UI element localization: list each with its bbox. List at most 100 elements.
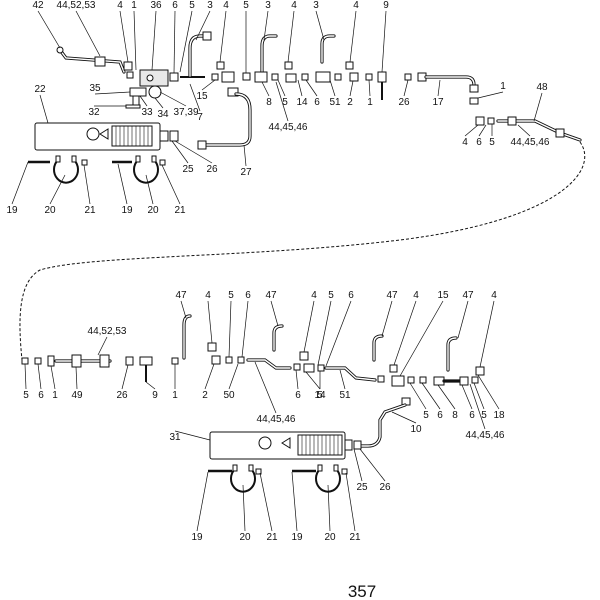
leader-line (83, 164, 91, 205)
callout-label: 44,45,46 (257, 414, 296, 425)
callout-label: 19 (6, 205, 18, 216)
callout-label: 27 (240, 167, 252, 178)
leader-line (295, 369, 299, 390)
leader-line (119, 10, 129, 63)
part-49-hose (54, 354, 112, 368)
callout-label: 20 (239, 532, 251, 543)
leader-line (457, 300, 469, 339)
callout-label: 15 (437, 290, 449, 301)
part-48-pipe (475, 116, 582, 142)
leader-line (242, 484, 246, 532)
leader-line (339, 369, 346, 390)
leader-line (403, 79, 409, 97)
callout-label: 1 (131, 0, 137, 11)
callout-label: 20 (44, 205, 56, 216)
callout-label: 47 (386, 290, 398, 301)
leader-line (533, 92, 543, 122)
fitting-1 (126, 71, 134, 79)
leader-line (353, 448, 363, 482)
callout-label: 5 (243, 0, 249, 11)
leader-line (297, 79, 303, 97)
callout-label: 1 (500, 81, 506, 92)
leader-line (393, 300, 417, 366)
leader-line (368, 79, 371, 97)
callout-label: 20 (324, 532, 336, 543)
leader-line (359, 448, 386, 482)
callout-label: 5 (189, 0, 195, 11)
leader-line (159, 91, 187, 107)
part-42-hose (56, 46, 126, 74)
callout-label: 4 (491, 290, 497, 301)
leader-line (305, 371, 321, 390)
callout-label: 47 (462, 290, 474, 301)
callout-label: 5 (328, 290, 334, 301)
callout-label: 44,52,53 (88, 326, 127, 337)
leader-line (381, 300, 393, 337)
callout-label: 14 (314, 390, 326, 401)
leader-line (303, 300, 315, 353)
callout-label: 51 (339, 390, 351, 401)
callout-label: 17 (432, 97, 444, 108)
leader-line (179, 10, 193, 73)
leader-line (305, 79, 318, 97)
callout-label: 26 (116, 390, 128, 401)
leader-line (315, 10, 325, 41)
leader-line (409, 382, 427, 410)
callout-label: 50 (223, 390, 235, 401)
callout-label: 5 (423, 410, 429, 421)
part-10-hose (358, 397, 411, 448)
callout-label: 4 (462, 137, 468, 148)
callout-label: 26 (398, 97, 410, 108)
callout-label: 4 (205, 290, 211, 301)
leader-line (275, 81, 289, 122)
leader-line (189, 83, 201, 112)
leader-line (291, 471, 298, 532)
callout-label: 2 (347, 97, 353, 108)
callout-label: 5 (282, 97, 288, 108)
bottom-assembly (21, 314, 485, 493)
callout-label: 8 (266, 97, 272, 108)
callout-label: 4 (223, 0, 229, 11)
callout-label: 49 (71, 390, 83, 401)
callout-label: 21 (266, 532, 278, 543)
leader-line (317, 300, 332, 366)
callout-label: 9 (152, 390, 158, 401)
leader-line (241, 300, 249, 358)
leader-line (49, 174, 66, 205)
callout-label: 6 (469, 410, 475, 421)
leader-line (11, 161, 29, 205)
dashed-connection (19, 141, 586, 361)
callout-label: 6 (314, 97, 320, 108)
leader-line (174, 140, 213, 164)
leader-line (270, 300, 279, 327)
leader-lines (11, 10, 543, 532)
leader-line (39, 94, 49, 124)
callout-label: 18 (493, 410, 505, 421)
callout-label: 5 (489, 137, 495, 148)
leader-line (477, 91, 504, 99)
callout-label: 26 (379, 482, 391, 493)
callout-label: 3 (313, 0, 319, 11)
callout-label: 8 (452, 410, 458, 421)
leader-line (287, 10, 295, 63)
callout-label: 44,45,46 (269, 122, 308, 133)
callout-label: 6 (38, 390, 44, 401)
callout-label: 5 (317, 390, 323, 401)
leader-line (461, 384, 473, 410)
leader-line (517, 124, 531, 137)
leader-line (329, 79, 336, 97)
leader-line (254, 361, 277, 414)
top-straps (28, 155, 166, 184)
leader-line (207, 300, 213, 344)
leader-line (174, 430, 211, 441)
leader-line (173, 10, 176, 74)
part-3-elbow-hoses (188, 34, 336, 78)
callout-label: 19 (121, 205, 133, 216)
leader-line (161, 164, 181, 205)
leader-line (479, 300, 495, 368)
callout-label: 6 (245, 290, 251, 301)
callout-label: 35 (89, 83, 101, 94)
callout-label: 6 (295, 390, 301, 401)
fitting-4 (123, 61, 133, 71)
leader-line (478, 124, 487, 137)
